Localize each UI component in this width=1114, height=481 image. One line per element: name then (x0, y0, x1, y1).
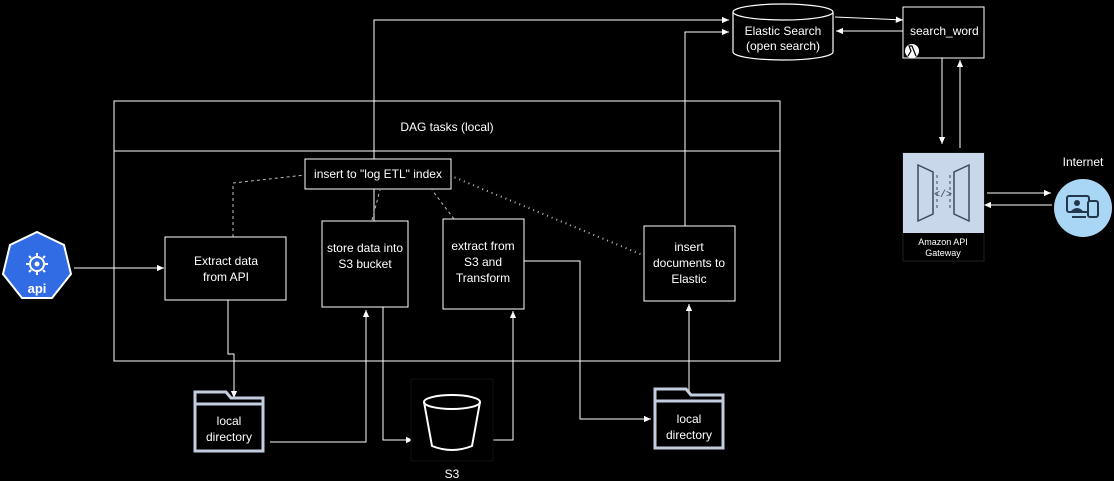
internet-node[interactable]: Internet (1054, 155, 1112, 237)
edge-extract-to-localdir1 (227, 300, 238, 398)
local-dir-1-node[interactable]: local directory (193, 390, 265, 453)
folder-icon (653, 387, 725, 450)
dag-title: DAG tasks (local) (400, 120, 493, 134)
log-edge-extract-s3 (431, 189, 455, 220)
search-word-node[interactable]: search_word (902, 6, 985, 59)
elastic-sublabel: (open search) (746, 39, 820, 53)
edge-store-to-s3 (382, 307, 413, 444)
api-node[interactable]: api (1, 230, 73, 299)
api-gateway-node[interactable]: </> Amazon API Gateway (902, 152, 985, 262)
local-dir-2-sublabel: directory (666, 428, 712, 442)
local-dir-1-sublabel: directory (206, 430, 252, 444)
local-dir-1-label: local (217, 414, 242, 428)
extract-s3-label-2: S3 and (464, 255, 502, 269)
edge-store-to-elastic (373, 16, 729, 221)
extract-api-label: Extract data (194, 254, 258, 268)
insert-docs-label-3: Elastic (671, 272, 706, 286)
edge-s3-to-extract (492, 311, 517, 441)
extract-api-sublabel: from API (203, 270, 249, 284)
lambda-icon (905, 44, 919, 58)
log-connectors (232, 174, 646, 257)
search-word-label: search_word (910, 24, 979, 38)
gateway-sublabel: Gateway (925, 248, 961, 258)
log-edge-store (371, 189, 381, 221)
edges (74, 16, 1052, 444)
log-edge-extract (232, 174, 306, 237)
extract-s3-label: extract from (451, 239, 514, 253)
internet-label: Internet (1063, 155, 1104, 169)
insert-docs-label: insert (674, 240, 704, 254)
s3-label: S3 (445, 467, 460, 481)
elastic-label: Elastic Search (745, 24, 822, 38)
elastic-search-node[interactable]: Elastic Search (open search) (732, 3, 834, 61)
svg-text:</>: </> (934, 189, 952, 201)
folder-icon (193, 390, 265, 453)
extract-api-node[interactable]: Extract data from API (164, 236, 287, 301)
edge-elastic-to-search (834, 16, 904, 23)
edge-extract-to-localdir2 (524, 260, 651, 423)
internet-client-icon (1054, 179, 1112, 237)
api-gateway-icon (903, 153, 984, 233)
extract-s3-node[interactable]: extract from S3 and Transform (442, 218, 525, 310)
edge-insert-to-elastic (684, 28, 729, 226)
local-dir-2-node[interactable]: local directory (653, 387, 725, 450)
extract-s3-label-3: Transform (456, 271, 510, 285)
local-dir-2-label: local (677, 412, 702, 426)
insert-docs-node[interactable]: insert documents to Elastic (643, 225, 736, 302)
edge-localdir1-to-store (270, 310, 370, 443)
gateway-label: Amazon API (918, 237, 968, 247)
api-label: api (28, 281, 47, 296)
s3-node[interactable]: S3 (410, 378, 494, 481)
s3-bucket-icon (423, 394, 481, 451)
dag-container: DAG tasks (local) (113, 100, 781, 362)
insert-docs-label-2: documents to (653, 256, 725, 270)
log-etl-node[interactable]: insert to "log ETL" index (304, 158, 452, 190)
log-etl-label: insert to "log ETL" index (314, 167, 442, 181)
store-s3-sublabel: S3 bucket (338, 257, 392, 271)
store-s3-node[interactable]: store data into S3 bucket (321, 220, 409, 308)
store-s3-label: store data into (327, 241, 403, 255)
